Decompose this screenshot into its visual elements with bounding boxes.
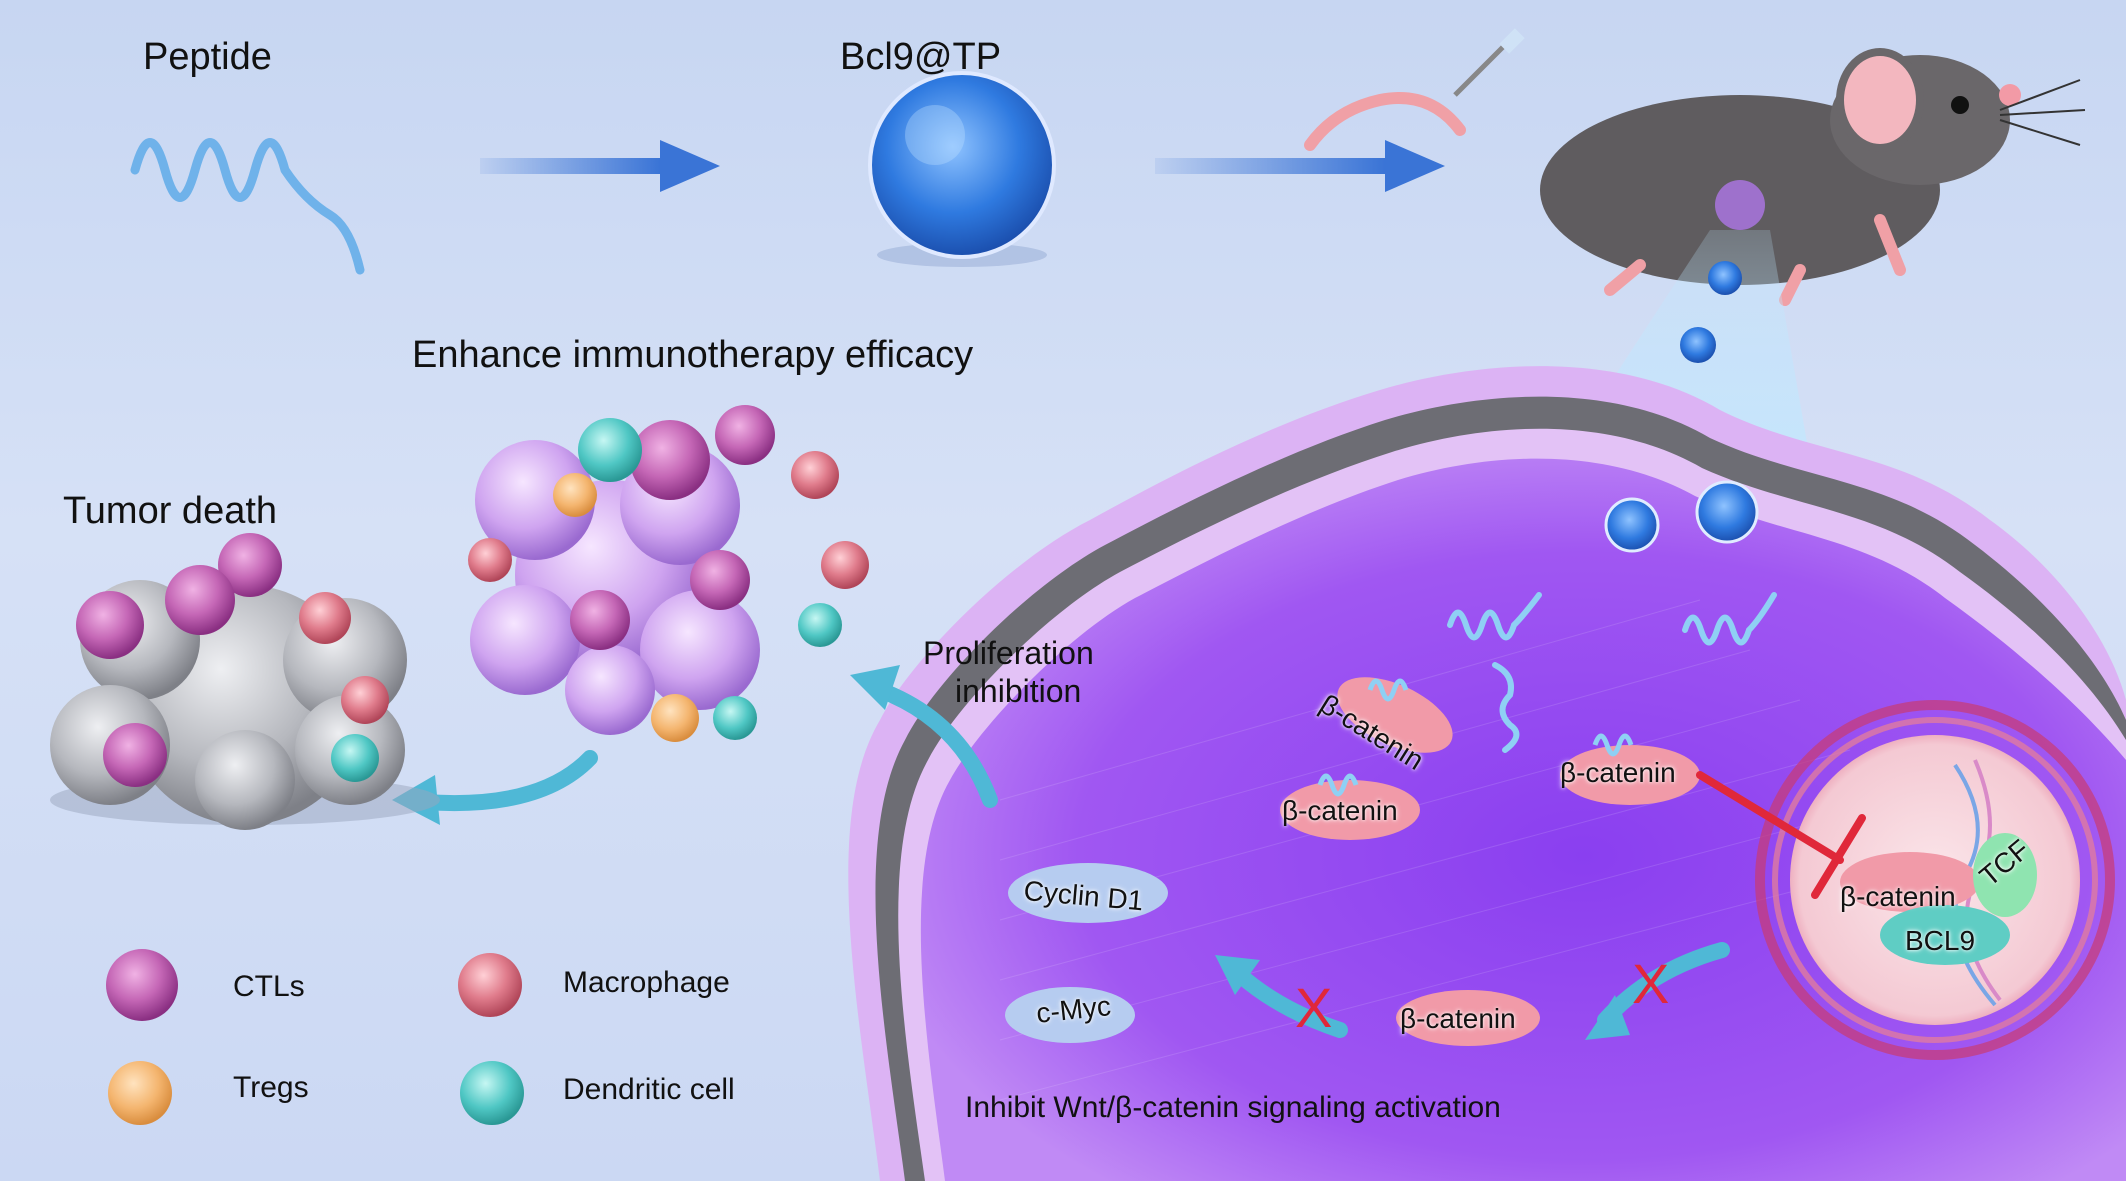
nanoparticle-in-transit xyxy=(1680,327,1716,363)
bcl9-label: BCL9 xyxy=(1905,925,1976,956)
peptide-label: Peptide xyxy=(143,36,272,78)
beta-catenin-protein xyxy=(1337,677,1453,753)
proliferation-label-line2: inhibition xyxy=(955,673,1082,709)
peptide-helix-icon xyxy=(130,138,365,275)
nucleus-beta-catenin-label: β-catenin xyxy=(1840,881,1956,912)
pathway-caption: Inhibit Wnt/β-catenin signaling activati… xyxy=(965,1091,1501,1124)
nanoparticle-at-membrane xyxy=(1604,497,1660,553)
beta-catenin-label: β-catenin xyxy=(1282,795,1398,826)
legend-dendritic-swatch xyxy=(460,1061,524,1125)
free-peptides xyxy=(1447,592,1777,753)
cyclin-d1-protein xyxy=(1008,863,1168,923)
legend-ctl-label: CTLs xyxy=(233,970,305,1003)
arrow-catenin-to-targets xyxy=(1215,955,1348,1038)
nucleus xyxy=(1755,700,2115,1060)
beta-catenin-label: β-catenin xyxy=(1400,1003,1516,1034)
legend-macrophage-label: Macrophage xyxy=(563,966,730,999)
beta-catenin-protein xyxy=(1396,990,1540,1046)
bcl9-tp-nanoparticle-icon xyxy=(868,71,1056,267)
outcome-label: Enhance immunotherapy efficacy xyxy=(412,334,974,376)
block-mark-2: X xyxy=(1632,952,1669,1015)
tumor-death-label: Tumor death xyxy=(63,490,278,532)
beta-catenin-protein xyxy=(1560,733,1700,805)
tumor-cluster-icon xyxy=(468,405,869,742)
nanoparticle-label: Bcl9@TP xyxy=(840,36,1002,78)
proliferation-label-line1: Proliferation xyxy=(923,635,1094,671)
block-mark-text: X xyxy=(1632,952,1669,1015)
legend-treg-label: Tregs xyxy=(233,1071,309,1104)
c-myc-protein xyxy=(1005,987,1135,1043)
inhibition-arrow xyxy=(1696,771,1866,899)
arrow-peptide-to-nanoparticle xyxy=(480,140,720,192)
nanoparticle-in-transit xyxy=(1708,261,1742,295)
block-mark-1: X xyxy=(1295,976,1332,1039)
beta-catenin-protein xyxy=(1280,773,1420,840)
arrow-nanoparticle-to-mouse xyxy=(1155,140,1445,192)
beta-catenin-label: β-catenin xyxy=(1560,757,1676,788)
legend-treg-swatch xyxy=(108,1061,172,1125)
mouse-icon xyxy=(1304,28,2086,306)
arrow-proliferation xyxy=(850,665,998,808)
legend-ctl-swatch xyxy=(106,949,178,1021)
nanoparticle-at-membrane xyxy=(1695,480,1759,544)
legend-dendritic-label: Dendritic cell xyxy=(563,1073,735,1106)
dead-tumor-cluster-icon xyxy=(50,533,440,830)
block-mark-text: X xyxy=(1295,976,1332,1039)
arrow-nucleus-to-cytoplasm xyxy=(1585,942,1730,1040)
legend-macrophage-swatch xyxy=(458,953,522,1017)
